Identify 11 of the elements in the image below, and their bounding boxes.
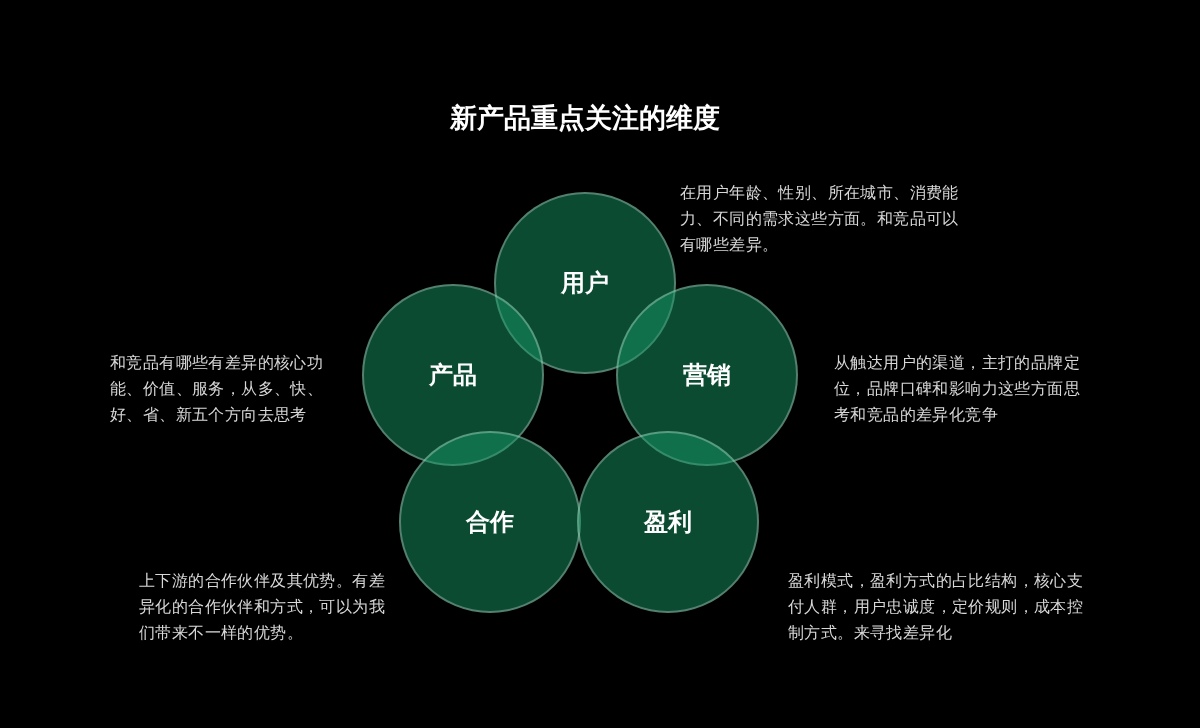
circle-label: 营销 — [682, 360, 732, 390]
description-text: 盈利模式，盈利方式的占比结构，核心支付人群，用户忠诚度，定价规则，成本控制方式。来寻找差异化 — [788, 571, 1085, 643]
circle-label: 产品 — [428, 360, 478, 390]
circle-label: 用户 — [560, 268, 610, 298]
circle-label: 合作 — [465, 507, 515, 537]
description-text: 在用户年龄、性别、所在城市、消费能力、不同的需求这些方面。和竞品可以有哪些差异。 — [680, 183, 960, 255]
title: 新产品重点关注的维度 — [449, 102, 721, 135]
description-text: 上下游的合作伙伴及其优势。有差异化的合作伙伴和方式，可以为我们带来不一样的优势。 — [139, 571, 386, 643]
description-text: 和竞品有哪些有差异的核心功能、价值、服务，从多、快、好、省、新五个方向去思考 — [110, 353, 325, 425]
circle-label: 盈利 — [643, 507, 693, 537]
description-text: 从触达用户的渠道，主打的品牌定位，品牌口碑和影响力这些方面思考和竞品的差异化竞争 — [834, 353, 1081, 425]
